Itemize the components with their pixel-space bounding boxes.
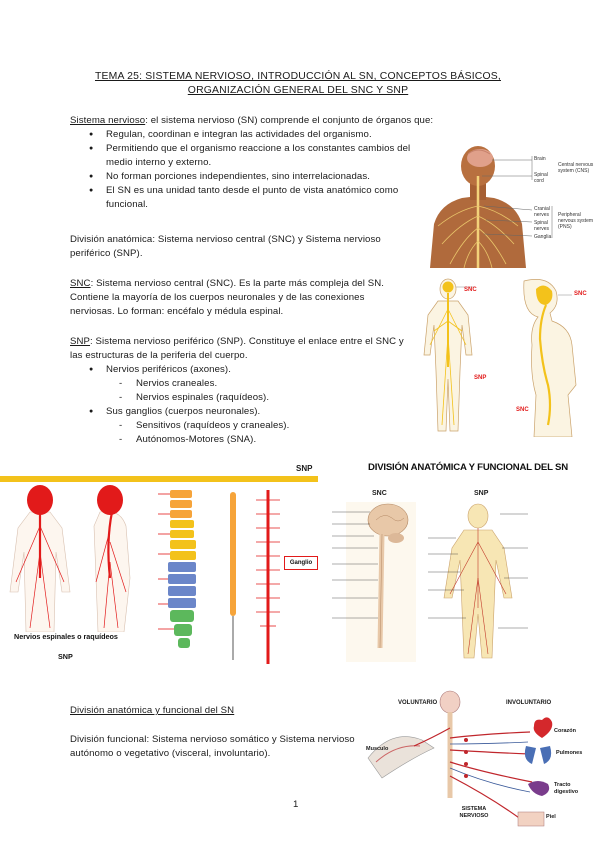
snp-list: Nervios periféricos (axones). Nervios cr… <box>87 363 407 447</box>
heading-division-anatomica-funcional: División anatómica y funcional del SN <box>70 705 235 716</box>
list-item: Nervios craneales. <box>119 377 407 391</box>
figure-voluntario-involuntario: VOLUNTARIO INVOLUNTARIO Musculo Corazón … <box>362 688 596 833</box>
page-title: TEMA 25: SISTEMA NERVIOSO, INTRODUCCIÓN … <box>94 71 501 82</box>
banner-snp-label: SNP <box>296 464 313 473</box>
label-involuntario: INVOLUNTARIO <box>506 700 552 706</box>
caption-spinal-nerves: Nervios espinales o raquídeos <box>14 632 118 641</box>
list-item: Nervios periféricos (axones). <box>87 363 407 377</box>
label-snp-front: SNP <box>474 375 487 381</box>
label-piel: Piel <box>546 814 556 820</box>
bullet-list-sn: Regulan, coordinan e integran las activi… <box>87 128 412 212</box>
label-corazon: Corazón <box>554 728 576 734</box>
list-item: Regulan, coordinan e integran las activi… <box>87 128 412 142</box>
label-musculo: Musculo <box>366 746 389 752</box>
snp-text: : Sistema nervioso periférico (SNP). Con… <box>70 336 404 361</box>
label-snc-profile-bottom: SNC <box>516 407 529 413</box>
list-item: Sensitivos (raquídeos y craneales). <box>119 419 407 433</box>
ganglio-label: Ganglio <box>289 560 313 566</box>
snc-paragraph: SNC: Sistema nervioso central (SNC). Es … <box>70 277 410 319</box>
division-funcional-text: División funcional: Sistema nervioso som… <box>70 734 355 759</box>
panel-snc-label: SNC <box>372 490 387 497</box>
panel-title: DIVISIÓN ANATÓMICA Y FUNCIONAL DEL SN <box>368 462 568 473</box>
figure-snc-snp-bodies: SNC SNP SNC SNC <box>412 275 596 438</box>
panel-snp-label: SNP <box>474 490 489 497</box>
term-snc: SNC <box>70 278 91 289</box>
label-voluntario: VOLUNTARIO <box>398 700 438 706</box>
caption-snp: SNP <box>58 652 73 661</box>
label-ganglia: Ganglia <box>534 234 552 240</box>
term-snp: SNP <box>70 336 91 347</box>
label-snc-front: SNC <box>464 287 477 293</box>
label-tracto-digestivo: Tracto digestivo <box>554 782 579 795</box>
functional-division-illustration <box>367 690 553 827</box>
body-illustration <box>420 146 596 269</box>
page-number: 1 <box>293 799 299 810</box>
label-cns: Central nervous system (CNS) <box>558 162 594 174</box>
yellow-stripe <box>0 476 318 482</box>
list-item: Autónomos-Motores (SNA). <box>119 433 407 447</box>
label-pulmones: Pulmones <box>556 750 583 756</box>
ganglio-box: Ganglio <box>284 556 318 570</box>
list-item: Nervios espinales (raquídeos). <box>119 391 407 405</box>
snc-snp-panel-illustration <box>332 502 528 662</box>
term-sistema-nervioso: Sistema nervioso <box>70 115 146 126</box>
banner-figures: SNP Nervios espinales o raquídeos SNP <box>0 460 596 682</box>
snc-text: : Sistema nervioso central (SNC). Es la … <box>70 278 385 317</box>
list-item: Permitiendo que el organismo reaccione a… <box>87 142 412 170</box>
page-subtitle: ORGANIZACIÓN GENERAL DEL SNC Y SNP <box>187 85 409 96</box>
list-item: No forman porciones independientes, sino… <box>87 170 412 184</box>
list-item: El SN es una unidad tanto desde el punto… <box>87 184 412 212</box>
division-anatomica-text: División anatómica: Sistema nervioso cen… <box>70 234 381 259</box>
snp-paragraph: SNP: Sistema nervioso periférico (SNP). … <box>70 335 410 363</box>
vertebral-column-illustration <box>158 490 280 664</box>
spinal-nerves-illustration <box>9 485 131 632</box>
panel-division-anatomica-funcional: DIVISIÓN ANATÓMICA Y FUNCIONAL DEL SN SN… <box>318 460 596 682</box>
snc-snp-illustration <box>423 278 577 438</box>
label-sistema-nervioso: SISTEMA NERVIOSO <box>459 806 489 819</box>
label-spinal-cord: Spinal cord <box>534 172 548 184</box>
label-cranial-nerves: Cranial nerves <box>534 206 550 218</box>
list-item: Sus ganglios (cuerpos neuronales). <box>87 405 407 419</box>
section-sistema-nervioso: Sistema nervioso: el sistema nervioso (S… <box>70 114 495 128</box>
figure-body-nervous-system: Brain Spinal cord Cranial nerves Spinal … <box>420 146 596 269</box>
label-brain: Brain <box>534 156 546 162</box>
label-snc-profile: SNC <box>574 291 587 297</box>
intro-text: : el sistema nervioso (SN) comprende el … <box>145 115 434 126</box>
label-spinal-nerves: Spinal nerves <box>534 220 550 232</box>
label-pns: Peripheral nervous system (PNS) <box>558 212 594 230</box>
